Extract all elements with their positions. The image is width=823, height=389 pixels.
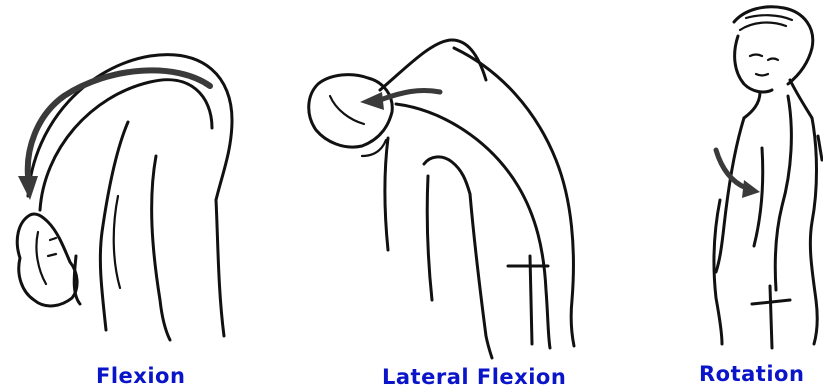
- flexion-back-leg: [152, 156, 170, 340]
- lateral-back-line: [454, 48, 574, 346]
- rotation-spine: [775, 96, 791, 290]
- lateral-leg: [424, 157, 470, 194]
- rotation-caption: Rotation: [699, 364, 804, 385]
- rotation-figure: [714, 7, 822, 348]
- rotation-face: [735, 36, 772, 92]
- lateral-head: [309, 75, 393, 147]
- rotation-arm: [716, 118, 744, 272]
- flexion-figure: [17, 55, 232, 340]
- rotation-arrow-head: [742, 180, 760, 198]
- rotation-back-line: [810, 118, 817, 344]
- flexion-arrow: [28, 70, 210, 176]
- lateral-shoulder-line: [380, 40, 486, 90]
- lateral-flexion-figure: [309, 40, 574, 358]
- flexion-back-line: [28, 55, 232, 200]
- flexion-front-leg: [216, 200, 224, 336]
- flexion-head: [17, 214, 77, 306]
- lateral-flexion-caption: Lateral Flexion: [382, 367, 566, 388]
- flexion-caption: Flexion: [96, 366, 185, 387]
- lateral-arm: [385, 138, 388, 250]
- lateral-arrow-head: [360, 92, 384, 110]
